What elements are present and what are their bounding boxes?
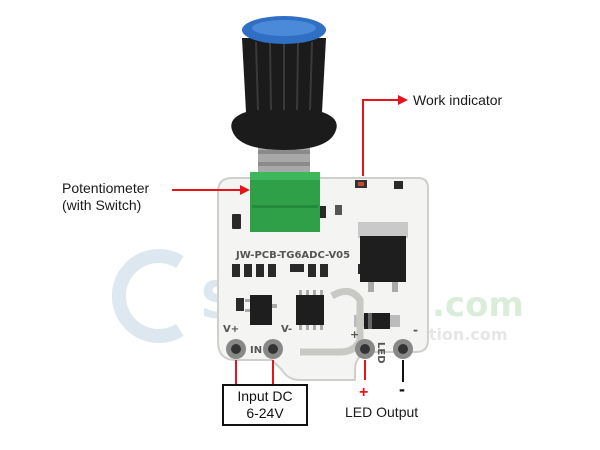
- pot-body: [250, 172, 320, 232]
- pad-led-minus: [393, 339, 413, 359]
- pad-input-vplus: [226, 339, 246, 359]
- diode: [354, 313, 400, 329]
- led-output-label: LED Output: [345, 404, 419, 420]
- input-dc-line1: Input DC: [237, 388, 293, 404]
- potentiometer: [231, 16, 337, 232]
- pin-led-label: LED: [375, 342, 386, 364]
- output-minus-sign: -: [399, 379, 405, 399]
- pin-plus-label: +: [350, 328, 359, 341]
- potentiometer-label-line2: (with Switch): [62, 197, 142, 213]
- ic-chip-right: [296, 290, 324, 330]
- arrow-work-indicator: [362, 99, 398, 176]
- pad-led-plus: [355, 339, 375, 359]
- pin-vminus-label: V-: [281, 324, 292, 335]
- watermark-text-sub: ation.com: [418, 325, 508, 344]
- pin-minus-label: -: [413, 323, 418, 337]
- pin-vplus-label: V+: [223, 324, 239, 335]
- work-indicator-label: Work indicator: [413, 92, 503, 108]
- input-dc-line2: 6-24V: [246, 405, 284, 421]
- input-dc-label: Input DC 6-24V: [222, 384, 308, 426]
- potentiometer-label-line1: Potentiometer: [62, 180, 150, 196]
- watermark-logo: [112, 249, 184, 343]
- ic-chip-left: [245, 295, 277, 325]
- potentiometer-label: Potentiometer (with Switch): [62, 180, 149, 214]
- watermark-text-com: .com: [432, 285, 524, 325]
- pin-in-label: IN: [250, 345, 262, 356]
- mosfet: [358, 222, 408, 292]
- pcb-board: JW-PCB-TG6ADC-V05: [217, 177, 429, 381]
- callout-arrows: [172, 95, 408, 385]
- pcb-model-label: JW-PCB-TG6ADC-V05: [235, 250, 350, 261]
- pad-input-vminus: [263, 339, 283, 359]
- output-plus-sign: +: [359, 384, 368, 401]
